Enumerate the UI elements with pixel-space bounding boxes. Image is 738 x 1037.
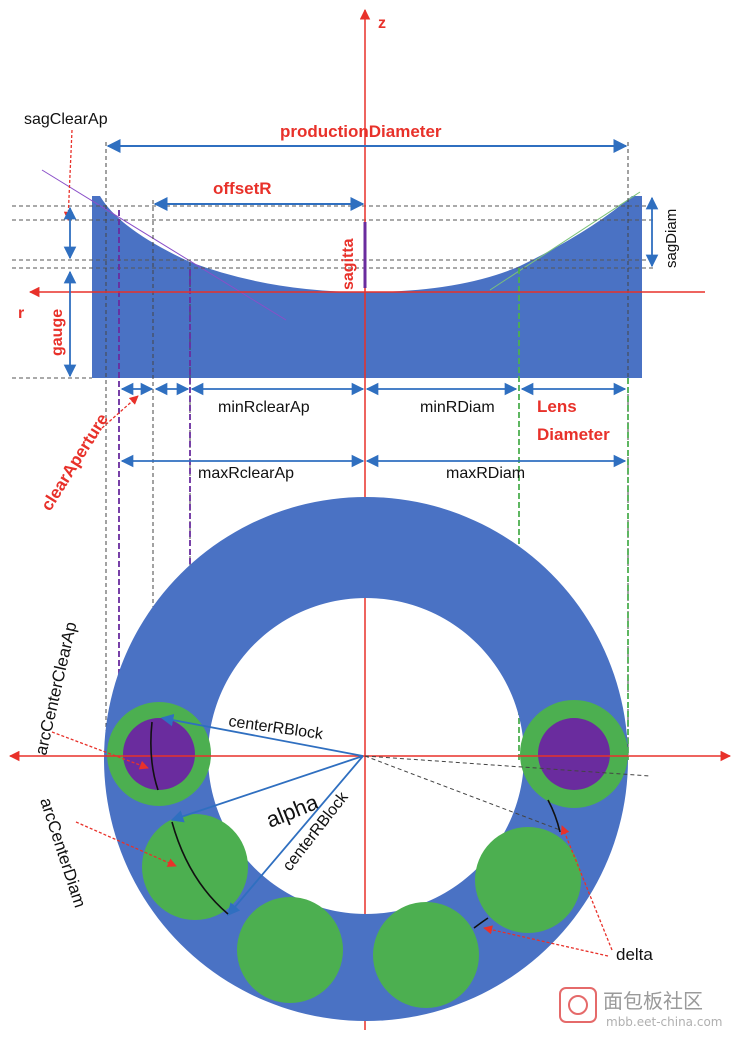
max-r-clear-ap-label: maxRclearAp — [198, 465, 294, 482]
delta-arc-lower — [473, 917, 489, 929]
watermark-title: 面包板社区 — [603, 989, 703, 1013]
watermark-logo-box — [559, 987, 597, 1023]
center-r-block-radius-1 — [160, 713, 364, 757]
delta-pointer-lower — [483, 925, 609, 957]
sag-diam-label: sagDiam — [663, 209, 680, 268]
lens-lower-right-2 — [475, 827, 581, 933]
lens-lower-right-1 — [373, 902, 479, 1008]
arc-center-clear-ap — [150, 721, 159, 791]
clear-aperture-label: clearAperture — [37, 410, 112, 514]
min-r-clear-ap-label: minRclearAp — [218, 399, 310, 416]
lens-right-clear-ap — [538, 718, 610, 790]
sagitta-label: sagitta — [340, 238, 357, 290]
clear-aperture-pointer — [101, 395, 139, 429]
lens-diameter-label-line1: Lens — [537, 397, 577, 416]
tangent-line-left — [41, 169, 287, 321]
watermark-url: mbb.eet-china.com — [606, 1015, 722, 1029]
lens-block-profile — [92, 196, 642, 378]
arc-center-diam-label: arcCenterDiam — [36, 795, 89, 910]
arc-center-diam-pointer — [75, 821, 177, 867]
watermark-logo-icon — [568, 995, 588, 1015]
max-r-diam-label: maxRDiam — [446, 465, 525, 482]
arc-center-clear-ap-pointer — [51, 731, 149, 770]
gauge-label: gauge — [49, 309, 66, 356]
sag-clear-ap-pointer — [63, 129, 73, 221]
tangent-line-right — [489, 191, 641, 291]
delta-label: delta — [616, 945, 653, 964]
delta-pointer-upper — [560, 825, 613, 951]
delta-rays — [364, 755, 651, 831]
arc-center-clear-ap-label: arcCenterClearAp — [31, 620, 80, 757]
watermark: 面包板社区 mbb.eet-china.com — [559, 987, 722, 1029]
sag-clear-ap-label: sagClearAp — [24, 111, 108, 128]
arc-center-diam — [171, 821, 229, 915]
z-axis-label: z — [378, 15, 386, 32]
min-r-diam-label: minRDiam — [420, 399, 495, 416]
lens-lower-left-2 — [237, 897, 343, 1003]
center-r-block-radius-2 — [227, 755, 364, 916]
lens-diameter-label-line2: Diameter — [537, 425, 610, 444]
delta-arc-upper — [547, 799, 561, 833]
lens-lower-left-1 — [142, 814, 248, 920]
production-diameter-label: productionDiameter — [280, 122, 442, 141]
lens-left-clear-ap — [123, 718, 195, 790]
offset-r-label: offsetR — [213, 179, 272, 198]
r-axis-label: r — [18, 305, 24, 322]
alpha-radius — [170, 755, 364, 823]
